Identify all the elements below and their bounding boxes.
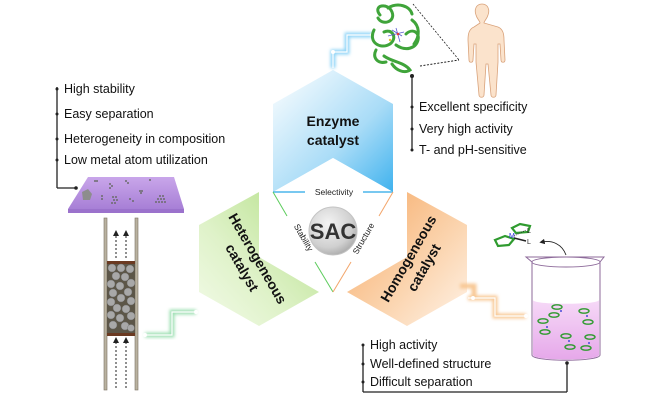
homogeneous-features: High activity Well-defined structure Dif… (361, 338, 569, 393)
homogeneous-connector (460, 283, 528, 319)
heterogeneous-connector (143, 309, 198, 338)
homogeneous-feature-1: High activity (370, 338, 438, 352)
sac-label: SAC (310, 219, 357, 244)
human-figure-illustration (467, 3, 506, 98)
enzyme-feature-1: Excellent specificity (419, 100, 528, 114)
heterogeneous-feature-2: Easy separation (64, 107, 154, 121)
ligand-label-2: L (527, 239, 531, 246)
enzyme-hexagon (273, 70, 393, 192)
organometallic-complex-illustration: M L L (493, 222, 567, 256)
enzyme-title-line1: Enzyme (307, 113, 360, 129)
enzyme-connector (330, 32, 374, 68)
support-plate-illustration (68, 177, 184, 213)
zoom-dash-line-top (412, 3, 460, 61)
heterogeneous-features: High stability Easy separation Heterogen… (55, 82, 225, 190)
beaker-illustration (524, 256, 606, 361)
enzyme-feature-3: T- and pH-sensitive (419, 143, 527, 157)
enzyme-features: Excellent specificity Very high activity… (410, 74, 528, 157)
heterogeneous-feature-1: High stability (64, 82, 136, 96)
homogeneous-feature-2: Well-defined structure (370, 357, 491, 371)
enzyme-title-line2: catalyst (307, 132, 359, 148)
zoom-dash-line-bottom (419, 59, 460, 67)
metal-label: M (509, 233, 515, 240)
stability-line-top (272, 191, 288, 217)
homogeneous-hexagon (347, 192, 467, 326)
enzyme-protein-illustration (371, 3, 460, 74)
packed-column-illustration (103, 217, 139, 391)
structure-line-top (378, 191, 394, 217)
ligand-label-1: L (527, 228, 531, 235)
sac-circle (308, 206, 358, 256)
enzyme-feature-2: Very high activity (419, 122, 514, 136)
curved-arrow-icon (539, 238, 567, 256)
structure-line-bottom (332, 261, 352, 293)
heterogeneous-feature-4: Low metal atom utilization (64, 153, 208, 167)
heterogeneous-feature-3: Heterogeneity in composition (64, 132, 225, 146)
heterogeneous-hexagon (199, 192, 319, 326)
stability-line-bottom (314, 261, 334, 293)
homogeneous-feature-3: Difficult separation (370, 375, 473, 389)
selectivity-label: Selectivity (315, 187, 354, 197)
